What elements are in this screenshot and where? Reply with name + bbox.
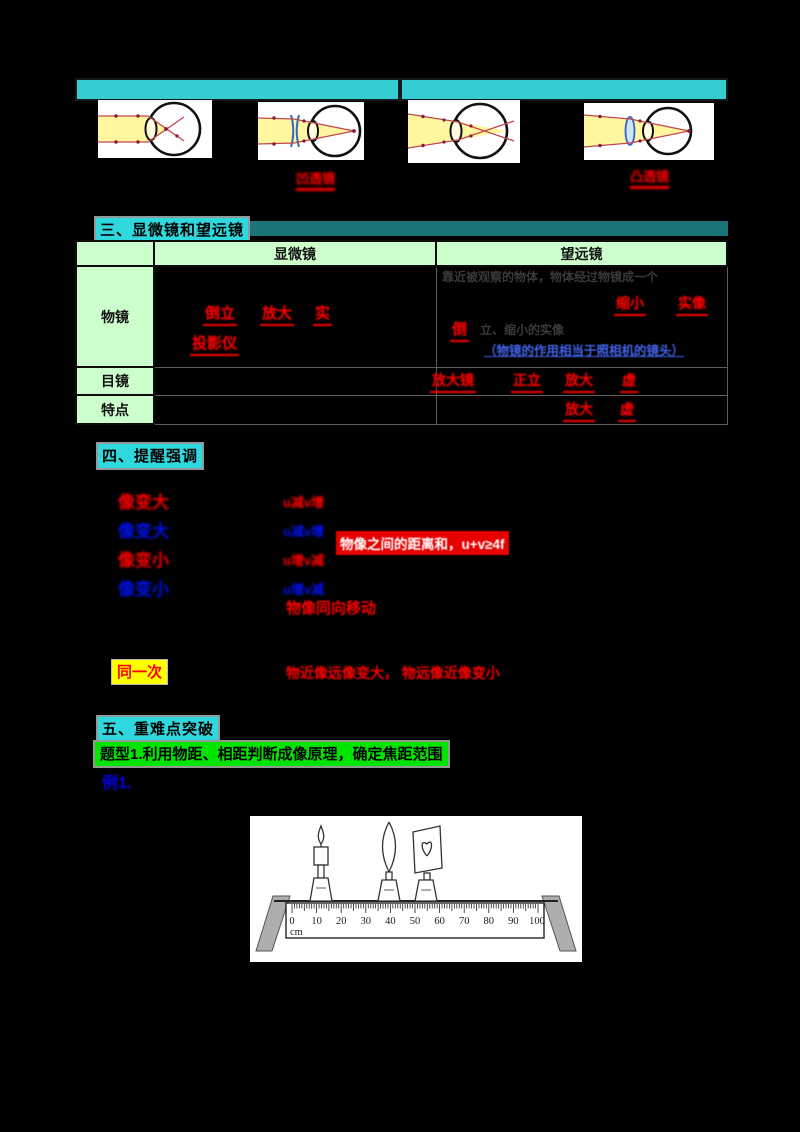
- eye-diagram-myopia-corrected-svg: [258, 104, 362, 158]
- tele-objective-answer-2: 实像: [676, 293, 708, 316]
- table-hline-3: [155, 424, 728, 425]
- tele-objective-answer-1: 缩小: [614, 293, 646, 316]
- table-rowheader-feature: 特点: [75, 394, 155, 425]
- eyepiece-answer-3: 放大: [563, 370, 595, 393]
- micro-objective-answer-2: 放大: [260, 302, 295, 326]
- ruler-label-10: 10: [311, 916, 322, 927]
- eye-table-header-right: [400, 78, 728, 101]
- table-hline-1: [155, 367, 728, 368]
- eye-diagram-myopia-svg: [98, 101, 202, 157]
- ruler-label-20: 20: [336, 916, 347, 927]
- eye-diagram-hyperopia-corrected-svg: [584, 106, 693, 156]
- micro-objective-answer-1: 倒立: [203, 302, 238, 326]
- micro-objective-answer-4: 投影仪: [190, 332, 240, 356]
- reminder-formula-1: u减v增: [283, 495, 325, 510]
- distance-rule-highlight: 物像之间的距离和，u+v≥4f: [336, 531, 509, 555]
- section5-title: 五、重难点突破: [95, 715, 221, 743]
- same-experiment-rule: 物近像远像变大， 物远像近像变小: [286, 665, 500, 681]
- reminder-word-2: 像变大: [118, 522, 169, 541]
- table-header-telescope: 望远镜: [435, 240, 728, 267]
- table-corner-cell: [75, 240, 155, 267]
- ruler-label-80: 80: [484, 916, 495, 927]
- screen: [412, 825, 443, 902]
- table-rowheader-eyepiece: 目镜: [75, 366, 155, 396]
- reminder-formula-3: u增v减: [283, 553, 325, 568]
- reminder-formula-2: u减v增: [283, 524, 325, 539]
- eyepiece-answer-1: 放大镜: [430, 370, 476, 393]
- micro-objective-answer-3: 实: [313, 302, 333, 326]
- eye-diagram-hyperopia-svg: [408, 102, 515, 160]
- eyepiece-answer-4: 虚: [620, 370, 638, 393]
- same-experiment-label: 同一次: [110, 659, 169, 685]
- eyepiece-answer-2: 正立: [511, 370, 543, 393]
- tele-objective-faint-text-2: 立、缩小的实像: [480, 323, 565, 337]
- table-hline-2: [155, 395, 728, 396]
- table-rowheader-objective: 物镜: [75, 265, 155, 368]
- tele-objective-faint-text: 靠近被观察的物体，物体经过物镜成一个: [442, 270, 659, 284]
- eye-table-header-left: [75, 78, 400, 101]
- convex-lens: [377, 821, 401, 902]
- reminder-word-1: 像变大: [118, 493, 169, 512]
- ruler-label-70: 70: [459, 916, 470, 927]
- section3-band: [96, 221, 728, 236]
- optical-bench-svg: 0 10 20 30 40 50 60 70 80 90 100 cm: [255, 821, 577, 952]
- reminder-word-4: 像变小: [118, 580, 169, 599]
- tele-objective-link[interactable]: （物镜的作用相当于照相机的镜头）: [484, 344, 685, 358]
- eye-answer-convex: 凸透镜: [630, 166, 670, 189]
- eye-diagram-hyperopia-corrected: [584, 103, 714, 160]
- table-vline-1: [436, 266, 437, 425]
- ruler-label-50: 50: [410, 916, 421, 927]
- ruler-label-30: 30: [361, 916, 372, 927]
- section3-title: 三、显微镜和望远镜: [93, 216, 251, 244]
- candle: [309, 824, 333, 902]
- topic1-heading: 题型1.利用物距、相距判断成像原理，确定焦距范围: [93, 740, 450, 768]
- example1-label: 例1.: [102, 775, 132, 792]
- reminder-word-3: 像变小: [118, 551, 169, 570]
- ruler-label-100: 100: [529, 916, 545, 927]
- feature-answer-2: 虚: [618, 399, 636, 422]
- ruler-label-90: 90: [508, 916, 519, 927]
- eye-diagram-hyperopia: [408, 100, 520, 163]
- eye-diagram-myopia: [98, 100, 212, 158]
- reminder-formula-4: u增v减: [283, 582, 325, 597]
- ruler-label-60: 60: [434, 916, 445, 927]
- feature-answer-1: 放大: [563, 399, 595, 422]
- light-spot-heart: [421, 841, 433, 857]
- ruler-label-0: 0: [289, 916, 294, 927]
- ruler-unit-label: cm: [290, 927, 303, 938]
- tele-objective-answer-3: 倒: [450, 318, 470, 342]
- eye-diagram-myopia-corrected: [258, 102, 364, 160]
- table-vline-2: [727, 266, 728, 425]
- ruler-label-40: 40: [385, 916, 396, 927]
- eye-answer-concave: 凹透镜: [296, 168, 336, 191]
- section4-title: 四、提醒强调: [95, 442, 205, 470]
- table-header-microscope: 显微镜: [153, 240, 437, 267]
- same-direction-note: 物像同向移动: [286, 600, 377, 617]
- ruler-ticks: [291, 904, 539, 913]
- optical-bench-figure: 0 10 20 30 40 50 60 70 80 90 100 cm: [250, 816, 582, 962]
